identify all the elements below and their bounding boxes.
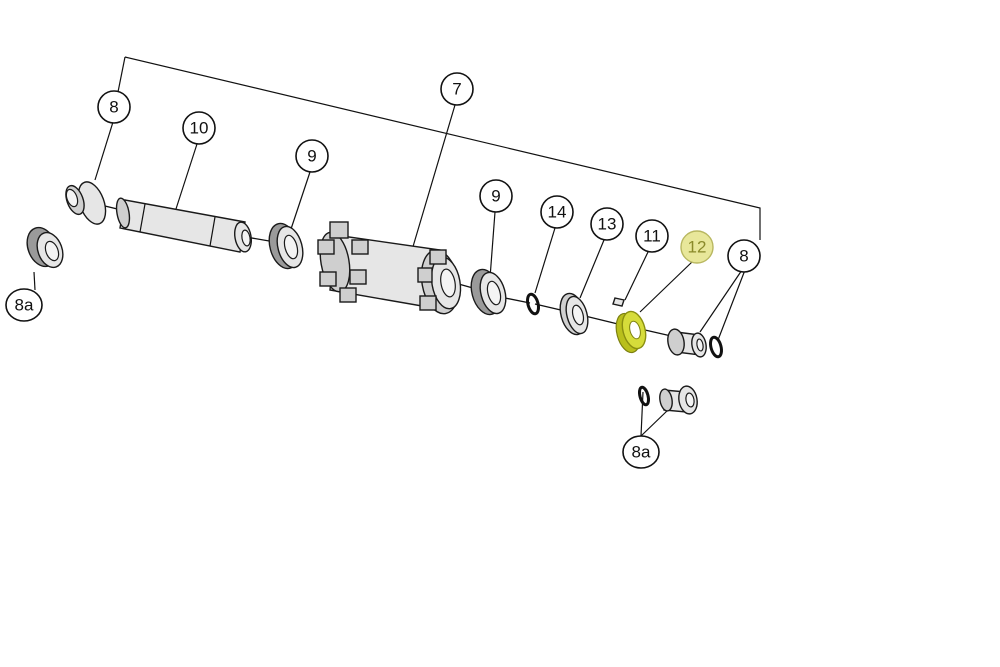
callout-13: 13: [590, 207, 624, 241]
callout-label: 8: [739, 247, 748, 266]
callout-8a-bottom: 8a: [622, 435, 660, 469]
callout-label: 7: [452, 80, 461, 99]
callout-9-right: 9: [479, 179, 513, 213]
part-9-left-bearing: [268, 222, 304, 270]
part-14-o-ring: [526, 292, 540, 316]
bracket-lines: [117, 56, 761, 240]
callout-label: 8a: [15, 296, 34, 315]
part-11-pin: [612, 297, 625, 307]
callout-label: 13: [598, 215, 617, 234]
part-8a-bottom-o-ring: [637, 385, 651, 407]
callout-14: 14: [540, 195, 574, 229]
leader-lines: [33, 104, 746, 437]
callout-label: 14: [548, 203, 567, 222]
callout-label: 11: [643, 227, 661, 246]
callout-8-left: 8: [97, 90, 131, 124]
callout-label: 8: [109, 98, 118, 117]
callout-9-left: 9: [295, 139, 329, 173]
callout-11: 11: [635, 219, 669, 253]
part-9-right-bearing: [470, 268, 507, 316]
callout-8-right: 8: [727, 239, 761, 273]
part-8-right-end-cap: [667, 328, 707, 358]
callout-12-highlighted: 12: [680, 230, 714, 264]
part-10-axle: [115, 197, 252, 253]
callout-label: 9: [307, 147, 316, 166]
part-7-hub-body: [317, 221, 462, 315]
part-13-washer: [559, 292, 589, 336]
part-8-left-end-cap: [65, 181, 107, 225]
callout-7: 7: [440, 72, 474, 106]
callout-label: 9: [491, 187, 500, 206]
part-12-locknut-highlighted: [615, 310, 647, 354]
callout-label: 8a: [632, 443, 651, 462]
part-8-right-o-ring: [709, 335, 723, 359]
callout-8a-left: 8a: [5, 288, 43, 322]
part-8a-bottom-cap: [659, 385, 698, 415]
callout-10: 10: [182, 111, 216, 145]
callout-label: 10: [190, 119, 209, 138]
part-8a-left-cap: [26, 226, 64, 269]
callout-label: 12: [688, 238, 707, 257]
